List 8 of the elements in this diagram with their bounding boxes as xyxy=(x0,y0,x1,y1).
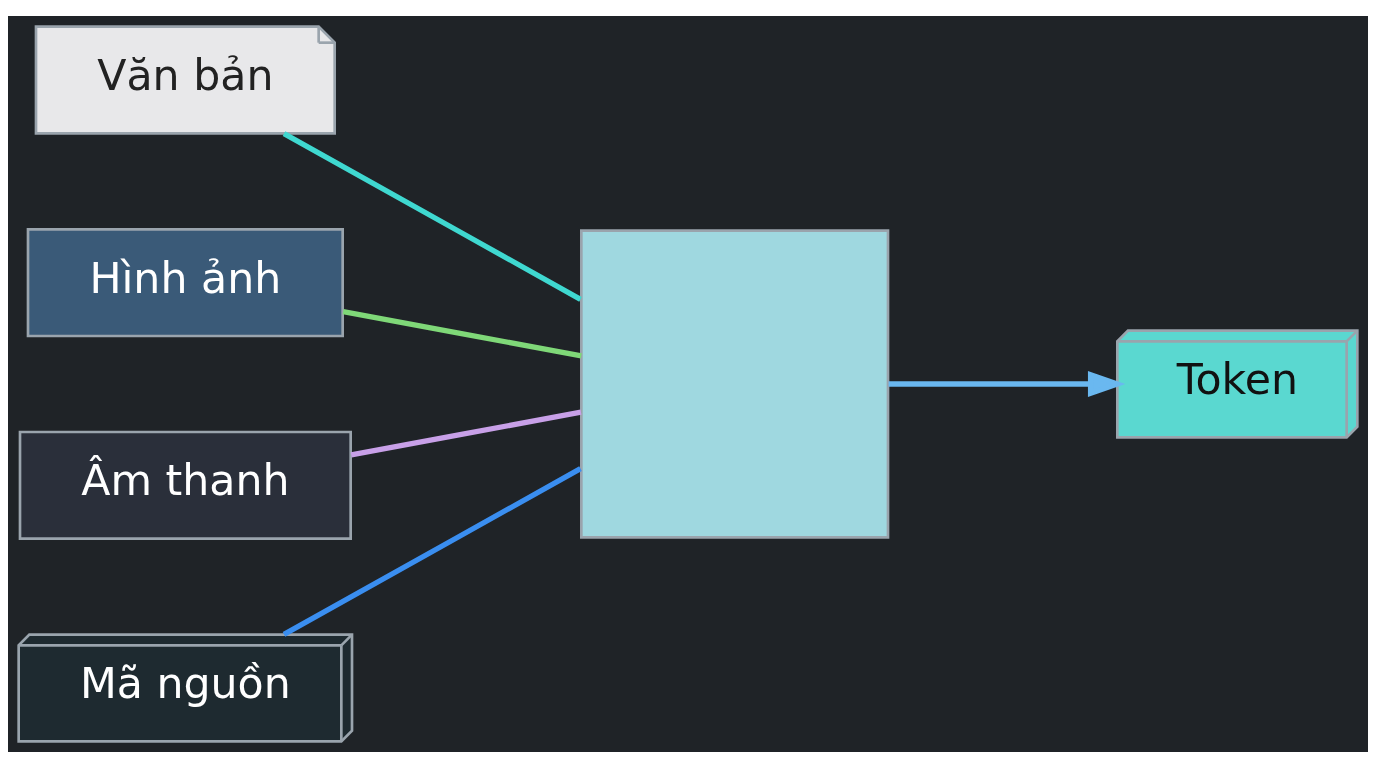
arrow xyxy=(888,370,1126,398)
connector xyxy=(282,131,582,302)
node-box xyxy=(580,229,890,539)
node-box: Hình ảnh xyxy=(26,228,344,338)
connector xyxy=(350,409,582,458)
connector xyxy=(342,308,582,359)
connector xyxy=(282,466,582,637)
node-box: Âm thanh xyxy=(18,430,352,540)
